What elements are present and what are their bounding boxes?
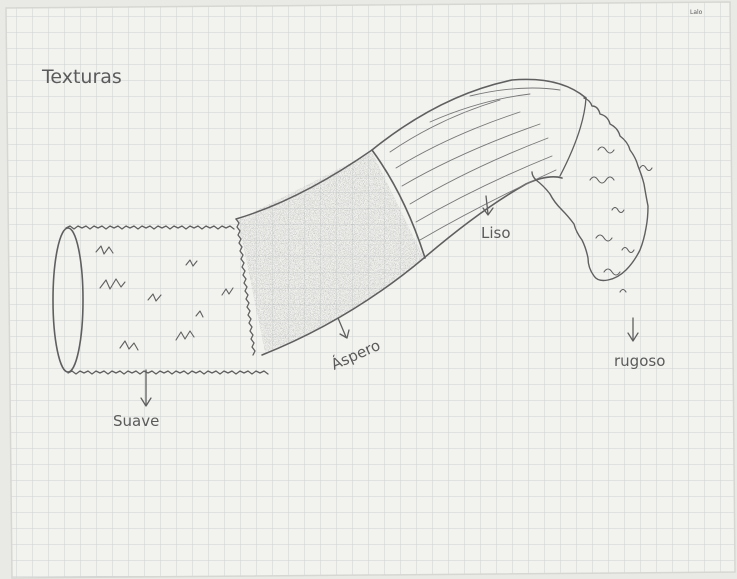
label-rugoso: rugoso bbox=[614, 352, 665, 370]
label-liso: Liso bbox=[481, 224, 511, 242]
label-suave: Suave bbox=[113, 412, 159, 430]
corner-mark: Lalo bbox=[690, 9, 703, 16]
drawing-title: Texturas bbox=[41, 66, 122, 88]
